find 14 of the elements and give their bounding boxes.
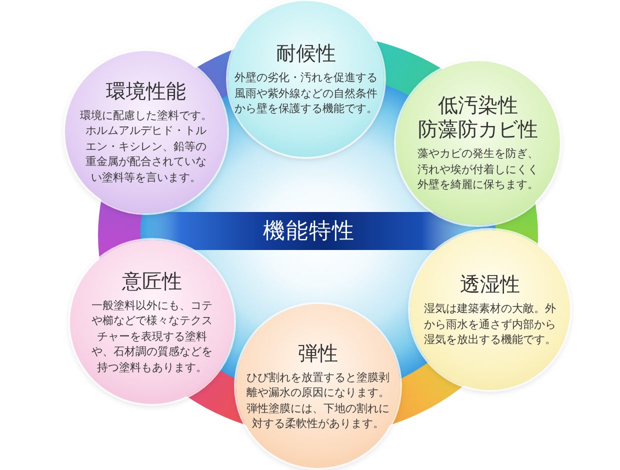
circle-text: 環境に配慮した塗料です。ホルムアルデヒド・トルエン・キシレン、鉛等の重金属が配合されていない塗料等を言います。: [79, 108, 213, 186]
circle-title: 耐候性: [276, 41, 336, 66]
circle-text: 一般塗料以外にも、コテや櫛などで様々なテクスチャーを表現する塗料や、石材調の質感などを持つ塗料もあります。: [90, 298, 214, 376]
circle-title: 透湿性: [460, 272, 520, 296]
circle-text: 藻やカビの発生を防ぎ、汚れや埃が付着しにくく外壁を綺麗に保ちます。: [416, 146, 540, 193]
circle-title: 低汚染性: [438, 93, 518, 118]
circle-title: 環境性能: [106, 78, 186, 103]
circle-title: 防藻防カビ性: [418, 117, 538, 142]
circle-title: 意匠性: [122, 268, 182, 293]
circle-text: ひび割れを放置すると塗膜剥離や漏水の原因になります。弾性塗膜には、下地の割れに対する柔軟性があります。: [246, 370, 390, 432]
circle-text: 外壁の劣化・汚れを促進する風雨や紫外線などの自然条件から壁を保護する機能です。: [234, 70, 378, 117]
circle-title: 弾性: [298, 340, 338, 364]
title-band: 機能特性: [148, 212, 470, 250]
circle-text: 湿気は建築素材の大敵。外から雨水を通さず内部から湿気を放出する機能です。: [423, 301, 557, 348]
